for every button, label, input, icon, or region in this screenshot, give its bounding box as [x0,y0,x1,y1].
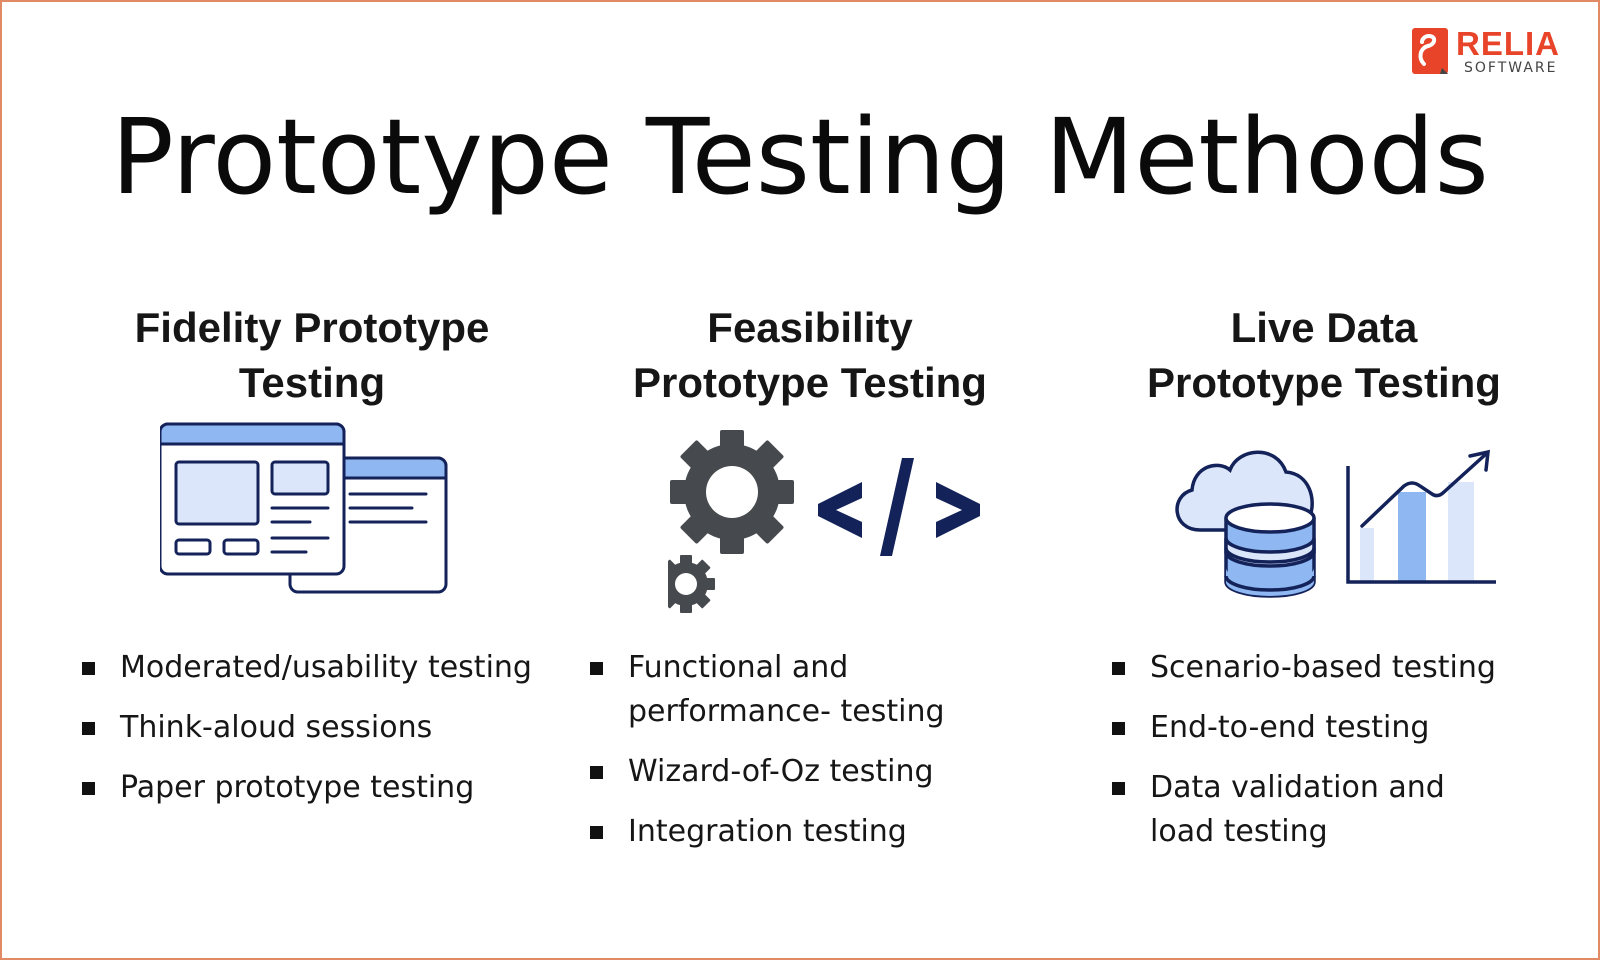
heading-line-2: Prototype Testing [1147,359,1501,406]
square-bullet-icon [590,826,603,839]
gears-and-code-icon [668,430,980,613]
list-item-text: Functional and performance- testing [628,650,945,729]
column-heading: Live Data Prototype Testing [1064,300,1584,410]
relia-software-logo: RELIA SOFTWARE [1412,26,1572,78]
list-item: Scenario-based testing [1112,646,1496,690]
column-heading: Fidelity Prototype Testing [52,300,572,410]
list-item-text: Moderated/usability testing [120,650,532,685]
fidelity-methods-list: Moderated/usability testing Think-aloud … [82,646,532,826]
cloud-database-chart-icon [1175,449,1496,598]
database-icon [1224,502,1316,598]
feasibility-methods-list: Functional and performance- testing Wiza… [590,646,948,870]
list-item: Paper prototype testing [82,766,532,810]
column-fidelity: Fidelity Prototype Testing Moderated/usa… [52,300,572,805]
square-bullet-icon [590,766,603,779]
list-item-text: Paper prototype testing [120,770,475,805]
heading-line-1: Live Data [1230,304,1418,351]
brand-subtitle: SOFTWARE [1464,60,1558,76]
list-item-text: Scenario-based testing [1150,650,1496,685]
column-feasibility: Feasibility Prototype Testing [550,300,1070,849]
list-item: End-to-end testing [1112,706,1496,750]
square-bullet-icon [590,662,603,675]
list-item: Functional and performance- testing [590,646,948,734]
column-live-data: Live Data Prototype Testing Scenario-bas… [1064,300,1584,849]
list-item-text: Think-aloud sessions [120,710,433,745]
column-heading: Feasibility Prototype Testing [550,300,1070,410]
page-title: Prototype Testing Methods [111,96,1489,218]
list-item-text: End-to-end testing [1150,710,1430,745]
list-item: Wizard-of-Oz testing [590,750,948,794]
small-gear-icon [668,555,715,613]
square-bullet-icon [82,722,95,735]
brand-name: RELIA [1456,25,1560,62]
live-data-methods-list: Scenario-based testing End-to-end testin… [1112,646,1496,870]
heading-line-1: Fidelity Prototype [134,304,490,351]
heading-line-2: Testing [238,359,386,406]
relia-logo-mark-icon [1412,28,1448,74]
list-item-text: Integration testing [628,814,907,849]
heading-line-1: Feasibility [707,304,913,351]
square-bullet-icon [82,662,95,675]
list-item-text: Data validation and load testing [1150,770,1445,849]
square-bullet-icon [1112,722,1125,735]
square-bullet-icon [1112,662,1125,675]
square-bullet-icon [82,782,95,795]
code-brackets-icon [818,458,980,556]
list-item: Think-aloud sessions [82,706,532,750]
browser-windows-wireframe-icon [160,422,448,594]
list-item: Data validation and load testing [1112,766,1450,854]
heading-line-2: Prototype Testing [633,359,987,406]
list-item: Integration testing [590,810,948,854]
list-item-text: Wizard-of-Oz testing [628,754,934,789]
list-item: Moderated/usability testing [82,646,532,690]
square-bullet-icon [1112,782,1125,795]
trend-chart-icon [1346,449,1496,584]
large-gear-icon [670,430,794,554]
